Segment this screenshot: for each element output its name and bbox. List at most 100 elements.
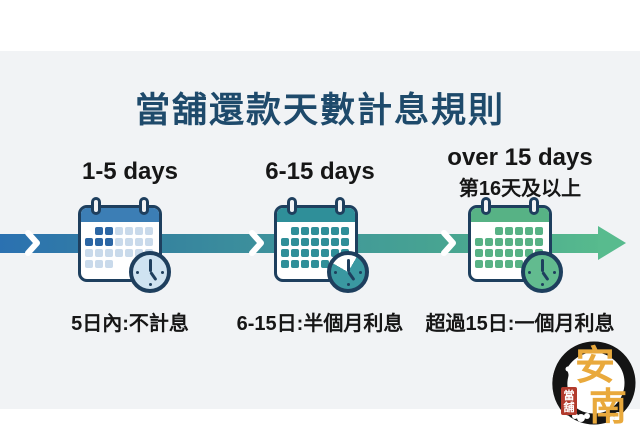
clock-tick (528, 270, 531, 274)
cloud-decoration-icon (572, 413, 590, 422)
calendar-day-cell (495, 227, 503, 235)
calendar-day-cell (331, 238, 339, 246)
calendar-day-cell (505, 227, 513, 235)
calendar-day-cell (515, 249, 523, 257)
logo-character-top: 安 (575, 343, 615, 388)
calendar-day-cell (535, 238, 543, 246)
stage-rule-caption: 6-15日:半個月利息 (236, 313, 404, 335)
calendar-day-cell (85, 238, 93, 246)
calendar-grid (277, 222, 355, 268)
calendar-day-cell (515, 238, 523, 246)
calendar-day-cell (105, 238, 113, 246)
calendar-day-cell (311, 249, 319, 257)
calendar-day-cell (115, 238, 123, 246)
clock-tick (136, 270, 139, 274)
clock-icon (129, 251, 171, 293)
clock-icon (327, 251, 369, 293)
calendar-day-cell (145, 238, 153, 246)
chevron-right-icon (249, 230, 264, 256)
clock-tick (553, 270, 556, 274)
stage-over-15-days: over 15 days 第16天及以上 超過15日:一個月利息 (412, 0, 628, 427)
calendar-day-cell (505, 260, 513, 268)
calendar-day-cell (311, 260, 319, 268)
calendar-day-cell (485, 260, 493, 268)
stage-rule-caption: 超過15日:一個月利息 (425, 313, 615, 335)
clock-tick (359, 270, 362, 274)
calendar-day-cell (525, 238, 533, 246)
cloud-decoration-icon (609, 412, 622, 422)
calendar-day-cell (291, 249, 299, 257)
cloud-decoration-icon (565, 363, 576, 372)
clock-tick (148, 283, 152, 286)
calendar-day-cell (321, 227, 329, 235)
calendar-ring-icon (335, 197, 345, 215)
clock-minute-hand (540, 259, 544, 272)
calendar-day-cell (331, 227, 339, 235)
calendar-day-cell (525, 249, 533, 257)
stage-range-label: over 15 days (447, 144, 593, 171)
stage-range-label: 1-5 days (81, 158, 179, 185)
calendar-day-cell (105, 249, 113, 257)
stage-range-label: 6-15 days (265, 158, 375, 185)
calendar-day-cell (281, 249, 289, 257)
calendar-day-cell (125, 227, 133, 235)
calendar-day-cell (105, 227, 113, 235)
calendar-ring-icon (139, 197, 149, 215)
calendar-day-cell (145, 227, 153, 235)
stage-1-5-days: 1-5 days 5日內:不計息 (20, 0, 240, 427)
calendar-day-cell (495, 238, 503, 246)
clock-hour-hand (540, 271, 549, 282)
calendar-day-cell (105, 260, 113, 268)
calendar-day-cell (85, 260, 93, 268)
calendar-day-cell (135, 227, 143, 235)
calendar-day-cell (475, 260, 483, 268)
calendar-day-cell (505, 238, 513, 246)
calendar-day-cell (95, 238, 103, 246)
calendar-day-cell (525, 227, 533, 235)
calendar-day-cell (485, 238, 493, 246)
seal-character: 舖 (564, 400, 575, 414)
clock-hour-hand (148, 271, 157, 282)
calendar-day-cell (281, 260, 289, 268)
calendar-day-cell (495, 249, 503, 257)
calendar-icon (274, 197, 358, 282)
stage-range-sublabel: 第16天及以上 (458, 178, 582, 200)
calendar-day-cell (301, 238, 309, 246)
logo-character-bottom: 南 (589, 387, 627, 427)
calendar-day-cell (95, 249, 103, 257)
calendar-day-cell (485, 249, 493, 257)
calendar-day-cell (311, 238, 319, 246)
calendar-day-cell (331, 249, 339, 257)
pawnshop-brand-logo: 安 南 當 舖 (552, 341, 636, 427)
calendar-day-cell (125, 249, 133, 257)
stage-6-15-days: 6-15 days 6-15日:半個月利息 (218, 0, 422, 427)
clock-minute-hand (148, 259, 152, 272)
clock-hour-hand (346, 271, 355, 282)
calendar-day-cell (281, 238, 289, 246)
calendar-body (274, 205, 358, 282)
calendar-day-cell (291, 238, 299, 246)
red-seal-stamp (561, 387, 577, 415)
calendar-ring-icon (481, 197, 491, 215)
calendar-day-cell (475, 238, 483, 246)
calendar-day-cell (85, 249, 93, 257)
calendar-day-cell (341, 227, 349, 235)
clock-tick (334, 270, 337, 274)
calendar-day-cell (95, 227, 103, 235)
chevron-right-icon (25, 230, 40, 256)
clock-icon (521, 251, 563, 293)
clock-tick (540, 283, 544, 286)
calendar-day-cell (311, 227, 319, 235)
calendar-day-cell (535, 227, 543, 235)
page-title: 當舖還款天數計息規則 (134, 91, 505, 130)
calendar-day-cell (301, 227, 309, 235)
seal-character: 當 (564, 388, 575, 402)
calendar-day-cell (291, 227, 299, 235)
calendar-day-cell (321, 260, 329, 268)
calendar-day-cell (115, 227, 123, 235)
calendar-day-cell (341, 238, 349, 246)
calendar-ring-icon (91, 197, 101, 215)
calendar-grid (471, 222, 549, 268)
stage-rule-caption: 5日內:不計息 (71, 313, 189, 335)
